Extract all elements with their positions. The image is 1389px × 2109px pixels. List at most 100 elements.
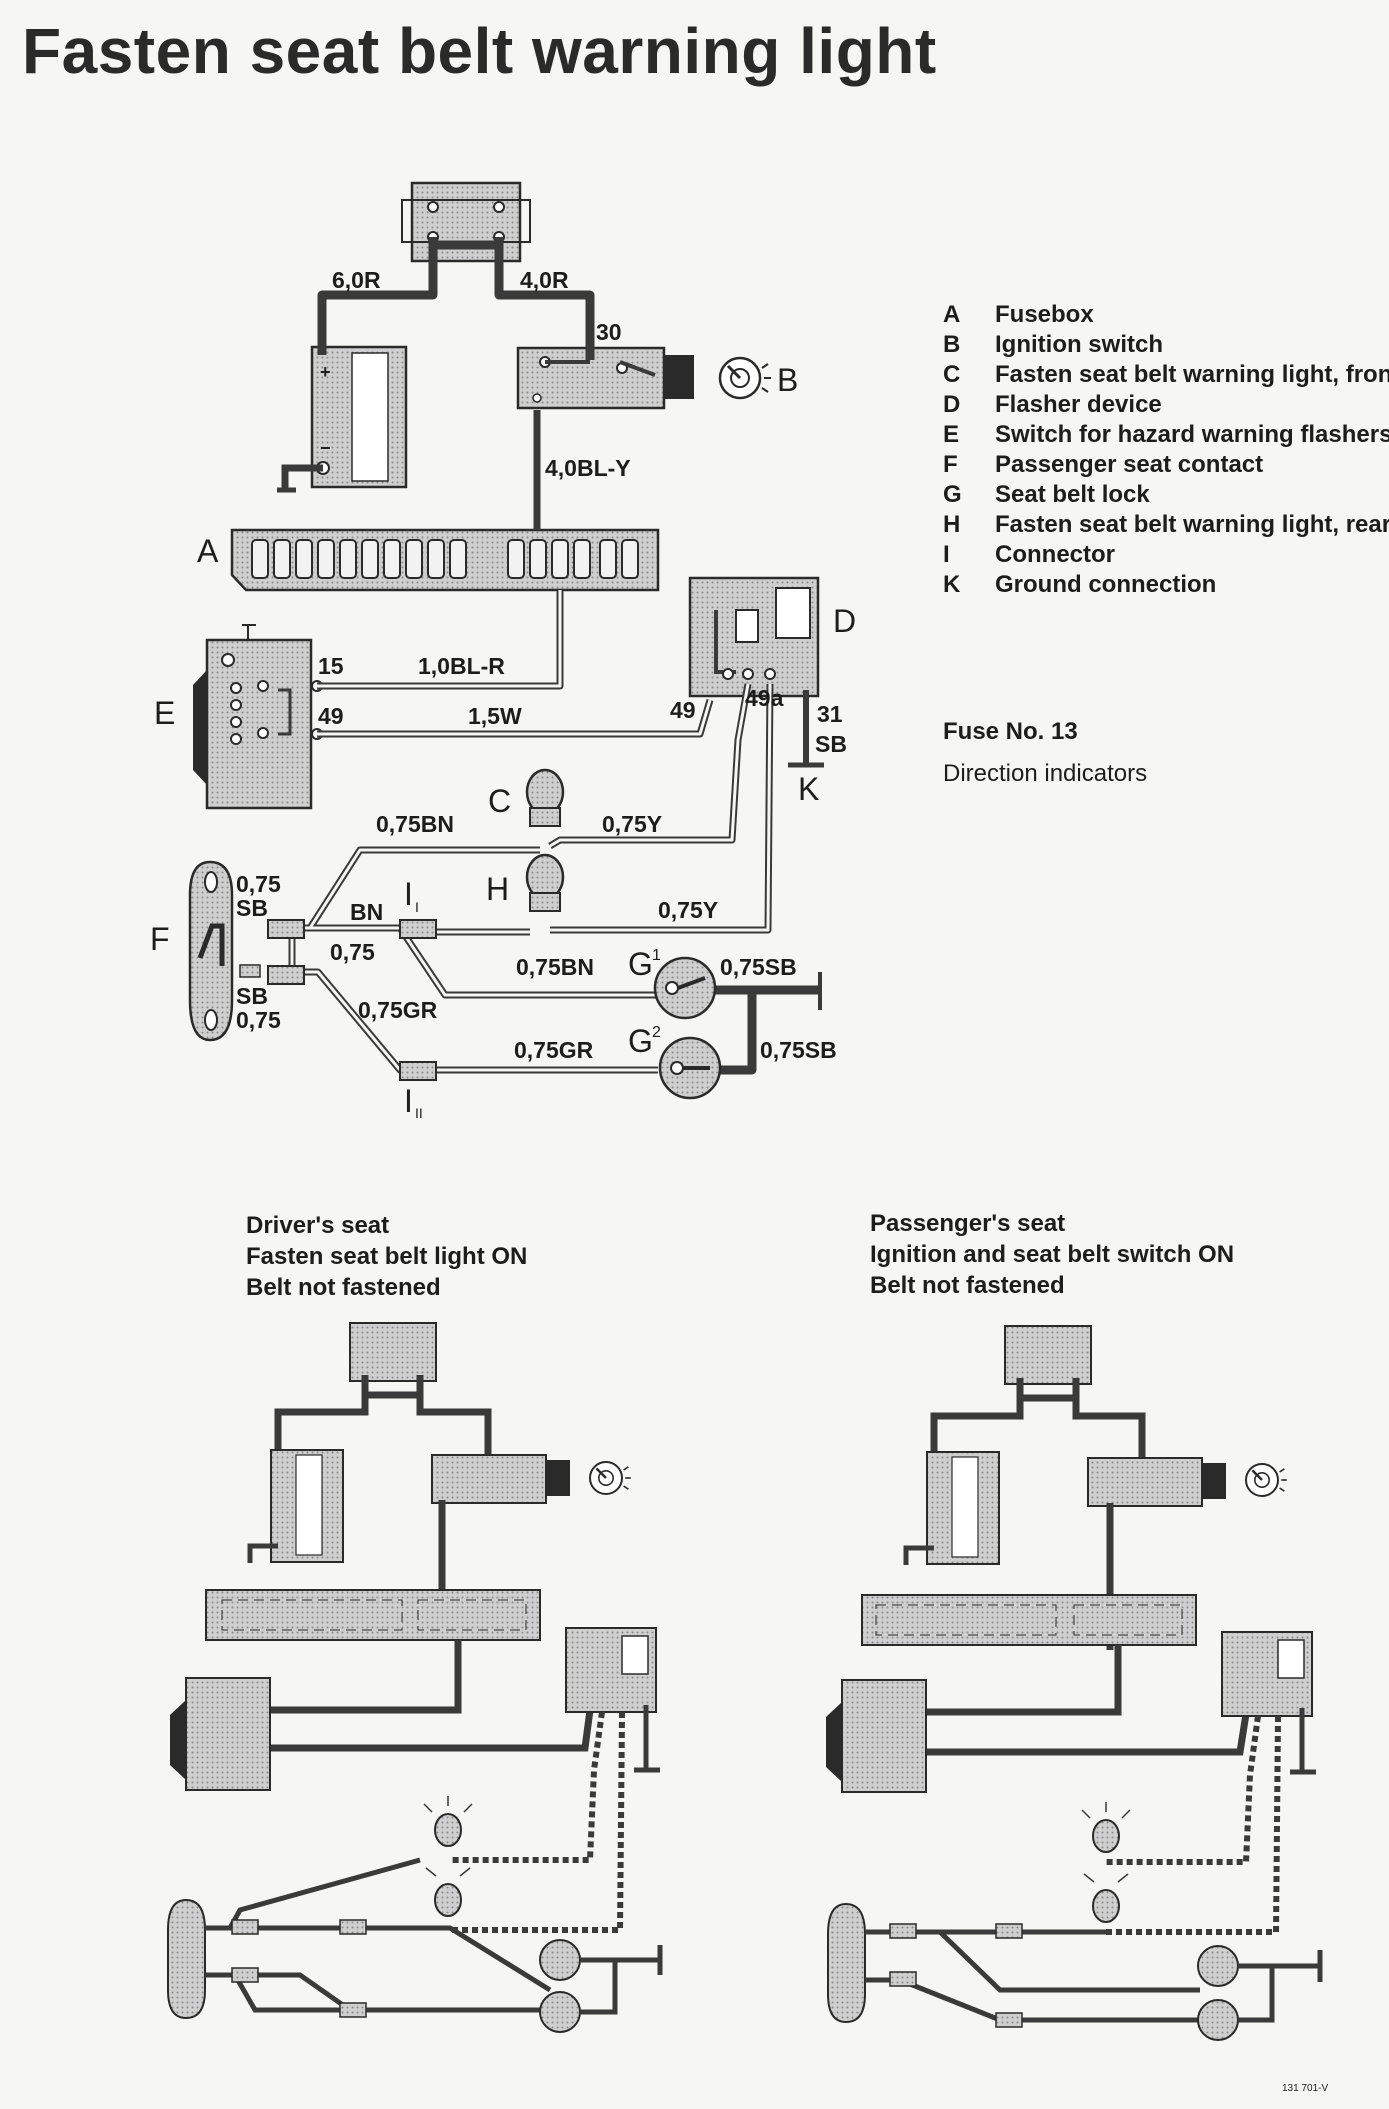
connector — [267, 965, 305, 985]
legend-key: I — [943, 541, 950, 568]
ground-connection — [788, 690, 824, 768]
label-g2-sub: 2 — [652, 1024, 661, 1041]
terminal-label: 31 — [817, 701, 843, 727]
legend-row: I Connector — [943, 540, 1389, 570]
label-k: K — [798, 771, 819, 807]
caption-line: Fasten seat belt light ON — [246, 1243, 528, 1270]
label-g1: G — [628, 946, 653, 982]
legend-text: Fasten seat belt warning light, front — [995, 361, 1389, 388]
legend-row: F Passenger seat contact — [943, 450, 1389, 480]
wire-label: 1,5W — [468, 703, 522, 729]
label-i2-sub: II — [415, 1105, 423, 1121]
legend-key: K — [943, 571, 961, 598]
connector — [267, 919, 305, 939]
seat-belt-lock-g2 — [658, 1036, 722, 1100]
wire-label: 0,75Y — [658, 897, 718, 923]
wire-label: SB — [236, 983, 268, 1009]
legend-text: Ignition switch — [995, 331, 1163, 358]
label-h: H — [486, 871, 509, 907]
caption-line: Ignition and seat belt switch ON — [870, 1241, 1235, 1268]
legend-row: H Fasten seat belt warning light, rear — [943, 510, 1389, 540]
label-c: C — [488, 783, 511, 819]
legend-text: Fusebox — [995, 301, 1094, 328]
scenario-caption-passenger: Passenger's seat Ignition and seat belt … — [870, 1208, 1234, 1301]
legend-text: Fasten seat belt warning light, rear — [995, 511, 1389, 538]
wire-label: 0,75 — [236, 1007, 281, 1033]
label-b: B — [777, 362, 798, 398]
ignition-switch — [516, 346, 773, 410]
legend-row: B Ignition switch — [943, 330, 1389, 360]
wire-label: SB — [815, 731, 847, 757]
wire-label: 4,0R — [520, 267, 569, 293]
wire-label: 0,75 — [330, 939, 375, 965]
legend-key: B — [943, 331, 961, 358]
scenario-diagram-driver — [167, 1322, 663, 2033]
wire-label: 0,75GR — [358, 997, 438, 1023]
wire-label: 0,75BN — [376, 811, 454, 837]
legend-key: F — [943, 451, 958, 478]
legend-key: A — [943, 301, 961, 328]
flasher-device — [688, 576, 820, 698]
main-diagram: + − — [150, 181, 856, 1121]
label-e: E — [154, 695, 175, 731]
wire-label: 4,0BL-Y — [545, 455, 631, 481]
legend-row: A Fusebox — [943, 300, 1389, 330]
hazard-switch — [193, 624, 323, 810]
legend-row: D Flasher device — [943, 390, 1389, 420]
label-g1-sub: 1 — [652, 947, 661, 964]
label-g2: G — [628, 1023, 653, 1059]
label-i2: I — [404, 1083, 413, 1119]
legend-text: Connector — [995, 541, 1115, 568]
terminal-label: 49 — [670, 697, 696, 723]
wire-label: BN — [350, 899, 383, 925]
component-legend: A Fusebox B Ignition switch C Fasten seat b… — [943, 300, 1389, 600]
caption-line: Passenger's seat — [870, 1210, 1066, 1237]
legend-key: D — [943, 391, 961, 418]
svg-text:+: + — [320, 362, 331, 382]
wire-label: 0,75GR — [514, 1037, 594, 1063]
connector-i2 — [399, 1061, 437, 1081]
figure-code: 131 701-V — [1282, 2083, 1329, 2094]
warning-light-rear — [525, 853, 565, 912]
terminal-label: 49a — [745, 685, 784, 711]
fuse-note: Fuse No. 13 — [943, 718, 1078, 745]
legend-text: Ground connection — [995, 571, 1217, 598]
wire-label: 0,75 — [236, 871, 281, 897]
label-f: F — [150, 921, 170, 957]
wire-label: 0,75BN — [516, 954, 594, 980]
legend-row: E Switch for hazard warning flashers — [943, 420, 1389, 450]
page-title: Fasten seat belt warning light — [22, 15, 937, 87]
legend-key: G — [943, 481, 962, 508]
connector-i1 — [399, 919, 437, 939]
terminal-label: 30 — [596, 319, 622, 345]
wire-label: 0,75SB — [760, 1037, 837, 1063]
seat-belt-lock-g1 — [653, 956, 717, 1020]
wire-label: 6,0R — [332, 267, 381, 293]
terminal-label: 15 — [318, 653, 344, 679]
passenger-seat-contact — [188, 860, 261, 1042]
wire-label: 0,75SB — [720, 954, 797, 980]
caption-line: Driver's seat — [246, 1212, 390, 1239]
top-connector-block — [401, 181, 531, 263]
legend-text: Flasher device — [995, 391, 1162, 418]
main-wires — [317, 245, 595, 360]
caption-line: Belt not fastened — [870, 1272, 1065, 1299]
terminal-label: 49 — [318, 703, 344, 729]
legend-key: C — [943, 361, 961, 388]
fuse-circuit: Direction indicators — [943, 760, 1148, 787]
legend-text: Passenger seat contact — [995, 451, 1264, 478]
legend-text: Switch for hazard warning flashers — [995, 421, 1389, 448]
scenario-caption-driver: Driver's seat Fasten seat belt light ON … — [246, 1210, 527, 1303]
wire-label: 1,0BL-R — [418, 653, 505, 679]
scenario-diagram-passenger — [826, 1325, 1323, 2041]
wire-label: SB — [236, 895, 268, 921]
label-d: D — [833, 603, 856, 639]
legend-row: C Fasten seat belt warning light, front — [943, 360, 1389, 390]
legend-key: H — [943, 511, 961, 538]
legend-key: E — [943, 421, 960, 448]
warning-light-front — [525, 768, 565, 827]
battery: + − — [277, 345, 408, 493]
label-i1-sub: I — [415, 899, 419, 915]
